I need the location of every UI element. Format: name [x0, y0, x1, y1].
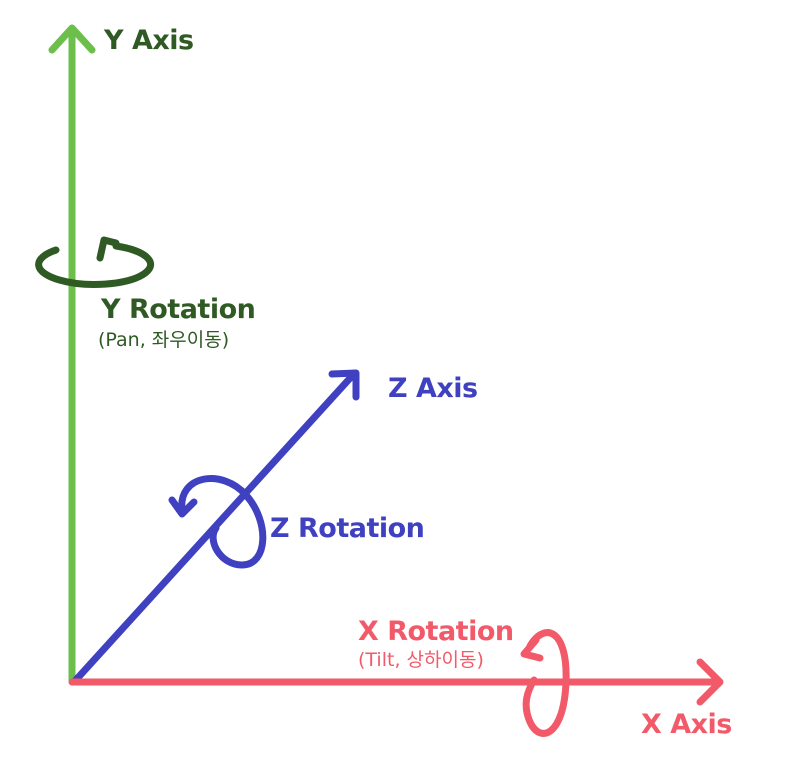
y-axis-label: Y Axis [103, 25, 194, 56]
x-rotation-icon [520, 629, 570, 737]
x-axis-arrowhead [696, 658, 724, 706]
x-rotation-subtitle: (Tilt, 상하이동) [358, 649, 484, 671]
z-rotation-arrowhead [168, 496, 198, 518]
y-axis [48, 24, 96, 684]
x-axis [68, 658, 724, 706]
y-axis-arrowhead [48, 24, 96, 54]
z-rotation-ring [178, 475, 267, 569]
x-rotation-arrowhead [520, 636, 544, 662]
z-rotation-icon [168, 475, 267, 569]
y-rotation-ring [35, 242, 155, 288]
y-rotation-subtitle: (Pan, 좌우이동) [98, 329, 229, 351]
z-axis-label: Z Axis [388, 373, 478, 404]
z-rotation-title: Z Rotation [270, 513, 424, 544]
x-rotation-title: X Rotation [358, 616, 514, 647]
x-rotation-ring [522, 629, 570, 737]
y-rotation-icon [35, 236, 155, 288]
z-axis-arrowhead [328, 369, 360, 401]
x-axis-label: X Axis [641, 709, 732, 740]
y-rotation-title: Y Rotation [100, 294, 255, 325]
y-rotation-arrowhead [96, 236, 120, 262]
